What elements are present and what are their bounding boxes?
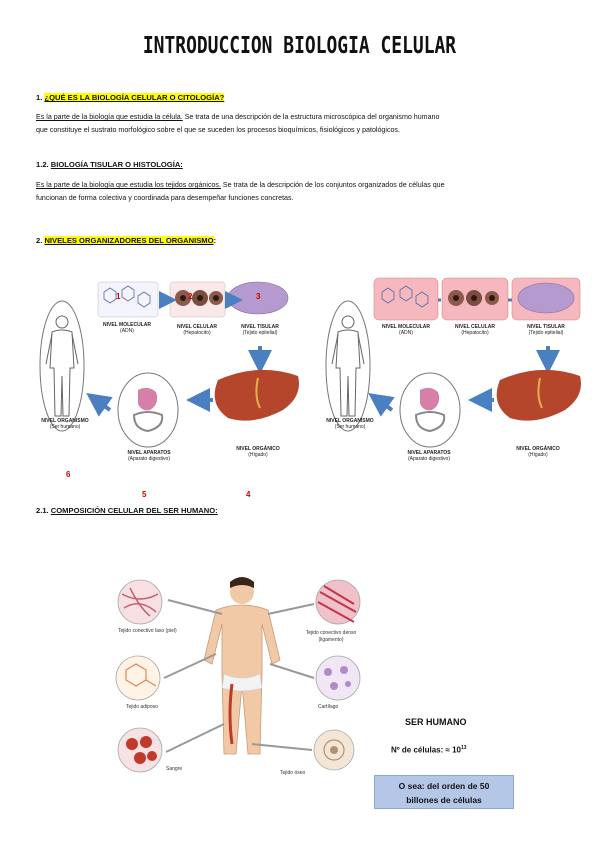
definition-line2: funcionan de forma colectiva y coordinad… bbox=[36, 194, 294, 202]
caption-organico: NIVEL ORGÁNICO(Hígado) bbox=[236, 446, 280, 458]
label-conectivo-laxo: Tejido conectivo laxo (piel) bbox=[118, 628, 177, 634]
cartilage-icon bbox=[315, 655, 361, 701]
molecule-icon bbox=[381, 285, 429, 308]
level-number: 4 bbox=[246, 490, 251, 499]
section-1-2-heading: 1.2. BIOLOGÍA TISULAR O HISTOLOGÍA: bbox=[36, 160, 183, 169]
caption-celular: NIVEL CELULAR(Hepatocito) bbox=[455, 324, 495, 336]
section-title: NIVELES ORGANIZADORES DEL ORGANISMO bbox=[44, 236, 214, 245]
definition-line2: que constituye el sustrato morfológico s… bbox=[36, 126, 400, 134]
level-number: 2 bbox=[188, 292, 193, 301]
levels-diagram-graphic bbox=[39, 281, 299, 448]
cell-icon bbox=[169, 281, 226, 318]
liver-icon bbox=[214, 369, 299, 421]
human-figure-icon bbox=[203, 577, 281, 755]
caption-organismo: NIVEL ORGANISMO(Ser humano) bbox=[41, 418, 89, 430]
section-title: COMPOSICIÓN CELULAR DEL SER HUMANO: bbox=[50, 506, 218, 515]
cell-icon bbox=[448, 290, 499, 306]
section-number: 1.2. bbox=[36, 160, 51, 169]
section-1-heading: 1. ¿QUÉ ES LA BIOLOGÍA CELULAR O CITOLOG… bbox=[36, 93, 225, 102]
caption-celular: NIVEL CELULAR(Hepatocito) bbox=[177, 324, 217, 336]
caption-aparatos: NIVEL APARATOS(Aparato digestivo) bbox=[127, 450, 171, 462]
tissue-icon bbox=[517, 282, 575, 314]
caption-molecular: NIVEL MOLECULAR(ADN) bbox=[103, 322, 151, 334]
section-title: BIOLOGÍA TISULAR O HISTOLOGÍA: bbox=[50, 160, 183, 169]
label-oseo: Tejido óseo bbox=[280, 770, 306, 776]
connective-dense-tissue-icon bbox=[315, 579, 361, 625]
cell-count: Nº de células: ≈ 1013 bbox=[391, 745, 467, 755]
label-cartilago: Cartílago bbox=[318, 704, 339, 710]
section-2-1-heading: 2.1. COMPOSICIÓN CELULAR DEL SER HUMANO: bbox=[36, 506, 218, 515]
caption-molecular: NIVEL MOLECULAR(ADN) bbox=[382, 324, 430, 336]
label-sangre: Sangre bbox=[166, 766, 183, 772]
level-number: 1 bbox=[116, 292, 121, 301]
caption-organismo: NIVEL ORGANISMO(Ser humano) bbox=[326, 418, 374, 430]
liver-icon bbox=[496, 369, 581, 421]
levels-diagram-right: NIVEL MOLECULAR(ADN) NIVEL CELULAR(Hepat… bbox=[322, 270, 584, 470]
connective-loose-tissue-icon bbox=[117, 579, 163, 625]
levels-diagram-left: NIVEL MOLECULAR(ADN) NIVEL CELULAR(Hepat… bbox=[38, 270, 313, 470]
section-number: 2. bbox=[36, 236, 45, 245]
caption-organico: NIVEL ORGÁNICO(Hígado) bbox=[516, 446, 560, 458]
human-body-icon bbox=[39, 300, 85, 432]
human-composition-graphic bbox=[115, 577, 361, 773]
caption-tisular: NIVEL TISULAR(Tejido epitelial) bbox=[527, 324, 565, 336]
adipose-tissue-icon bbox=[115, 655, 161, 701]
molecule-icon bbox=[97, 281, 159, 318]
human-body-icon bbox=[325, 300, 371, 432]
levels-diagram-graphic bbox=[325, 277, 581, 448]
digestive-system-icon bbox=[117, 372, 179, 448]
section-1-2-paragraph: Es la parte de la biología que estudia l… bbox=[36, 179, 576, 205]
section-number: 1. bbox=[36, 93, 45, 102]
section-title: ¿QUÉ ES LA BIOLOGÍA CELULAR O CITOLOGÍA? bbox=[44, 93, 225, 102]
section-2-heading: 2. NIVELES ORGANIZADORES DEL ORGANISMO: bbox=[36, 236, 217, 245]
definition-rest: Se trata de una descripción de la estruc… bbox=[182, 113, 440, 121]
label-adiposo: Tejido adiposo bbox=[126, 704, 158, 710]
level-number: 3 bbox=[256, 292, 261, 301]
label-conectivo-denso: Tejido conectivo denso(ligamento) bbox=[305, 630, 357, 643]
level-number: 6 bbox=[66, 470, 71, 479]
definition-rest: Se trata de la descripción de los conjun… bbox=[220, 181, 445, 189]
blood-icon bbox=[117, 727, 163, 773]
human-composition-figure: Tejido conectivo laxo (piel) Tejido adip… bbox=[112, 574, 370, 780]
level-number: 5 bbox=[142, 490, 147, 499]
definition: Es la parte de la biología que estudia l… bbox=[36, 113, 183, 121]
page-title: INTRODUCCION BIOLOGIA CELULAR bbox=[142, 33, 457, 59]
section-1-paragraph: Es la parte de la biología que estudia l… bbox=[36, 111, 566, 137]
caption-aparatos: NIVEL APARATOS(Aparato digestivo) bbox=[407, 450, 451, 462]
definition: Es la parte de la biología que estudia l… bbox=[36, 181, 221, 189]
section-number: 2.1. bbox=[36, 506, 51, 515]
digestive-system-icon bbox=[399, 372, 461, 448]
caption-tisular: NIVEL TISULAR(Tejido epitelial) bbox=[241, 324, 279, 336]
bone-tissue-icon bbox=[313, 729, 355, 771]
summary-title: SER HUMANO bbox=[405, 717, 467, 727]
